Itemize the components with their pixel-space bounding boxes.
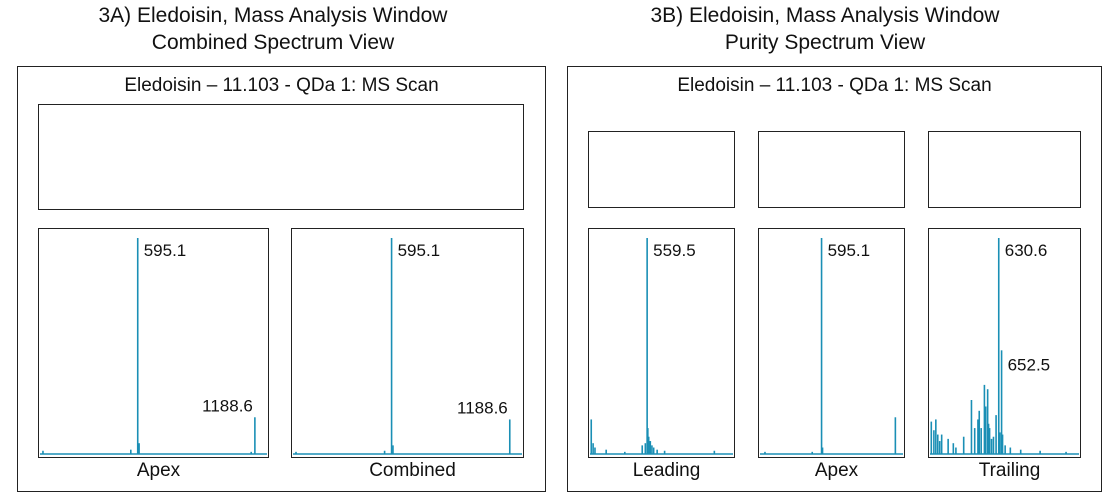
chromatogram-box-leading [588, 131, 735, 208]
spectrum-box-leading [588, 228, 735, 458]
figure-3b-title-line1: 3B) Eledoisin, Mass Analysis Window [650, 4, 1000, 27]
caption-apex-3b: Apex [814, 460, 859, 481]
peak-label: 595.1 [828, 241, 871, 260]
peak-label: 630.6 [1005, 241, 1048, 260]
figure-3a-title-line1: 3A) Eledoisin, Mass Analysis Window [98, 4, 448, 27]
figure-3b-title: 3B) Eledoisin, Mass Analysis Window Puri… [560, 2, 1090, 56]
chromatogram-box-trailing [928, 131, 1081, 208]
peak-label: 595.1 [144, 241, 187, 260]
peak-label: 559.5 [653, 241, 696, 260]
figure-3a-title: 3A) Eledoisin, Mass Analysis Window Comb… [0, 2, 546, 56]
caption-trailing: Trailing [978, 460, 1041, 481]
peak-label: 1188.6 [202, 396, 253, 415]
chromatogram-box-apex-3b [758, 131, 905, 208]
figure-3b-panel-title: Eledoisin – 11.103 - QDa 1: MS Scan [677, 75, 992, 96]
caption-apex-3a: Apex [136, 460, 181, 481]
figure-3b-title-line2: Purity Spectrum View [724, 31, 926, 54]
spectrum-box-apex-3b [758, 228, 905, 458]
spectrum-apex-3b: 595.1 [760, 238, 903, 455]
spectrum-box-combined [291, 228, 524, 458]
figure-3a-title-line2: Combined Spectrum View [151, 31, 395, 54]
spectrum-leading: 559.5 [590, 238, 733, 455]
spectrum-combined: 595.1 1188.6 [293, 238, 522, 455]
spectrum-apex-3a: 595.1 1188.6 [40, 238, 267, 455]
spectrum-box-trailing [928, 228, 1081, 458]
spectrum-box-apex-3a [38, 228, 269, 458]
caption-leading: Leading [632, 460, 701, 481]
peak-label: 595.1 [398, 241, 441, 260]
peak-label: 1188.6 [457, 398, 508, 417]
spectrum-trailing: 630.6 652.5 [930, 238, 1079, 455]
figure-3a-chromatogram-box [38, 104, 524, 210]
peak-label: 652.5 [1008, 355, 1051, 374]
caption-combined: Combined [369, 460, 456, 481]
figure-3a-panel-title: Eledoisin – 11.103 - QDa 1: MS Scan [124, 75, 439, 96]
